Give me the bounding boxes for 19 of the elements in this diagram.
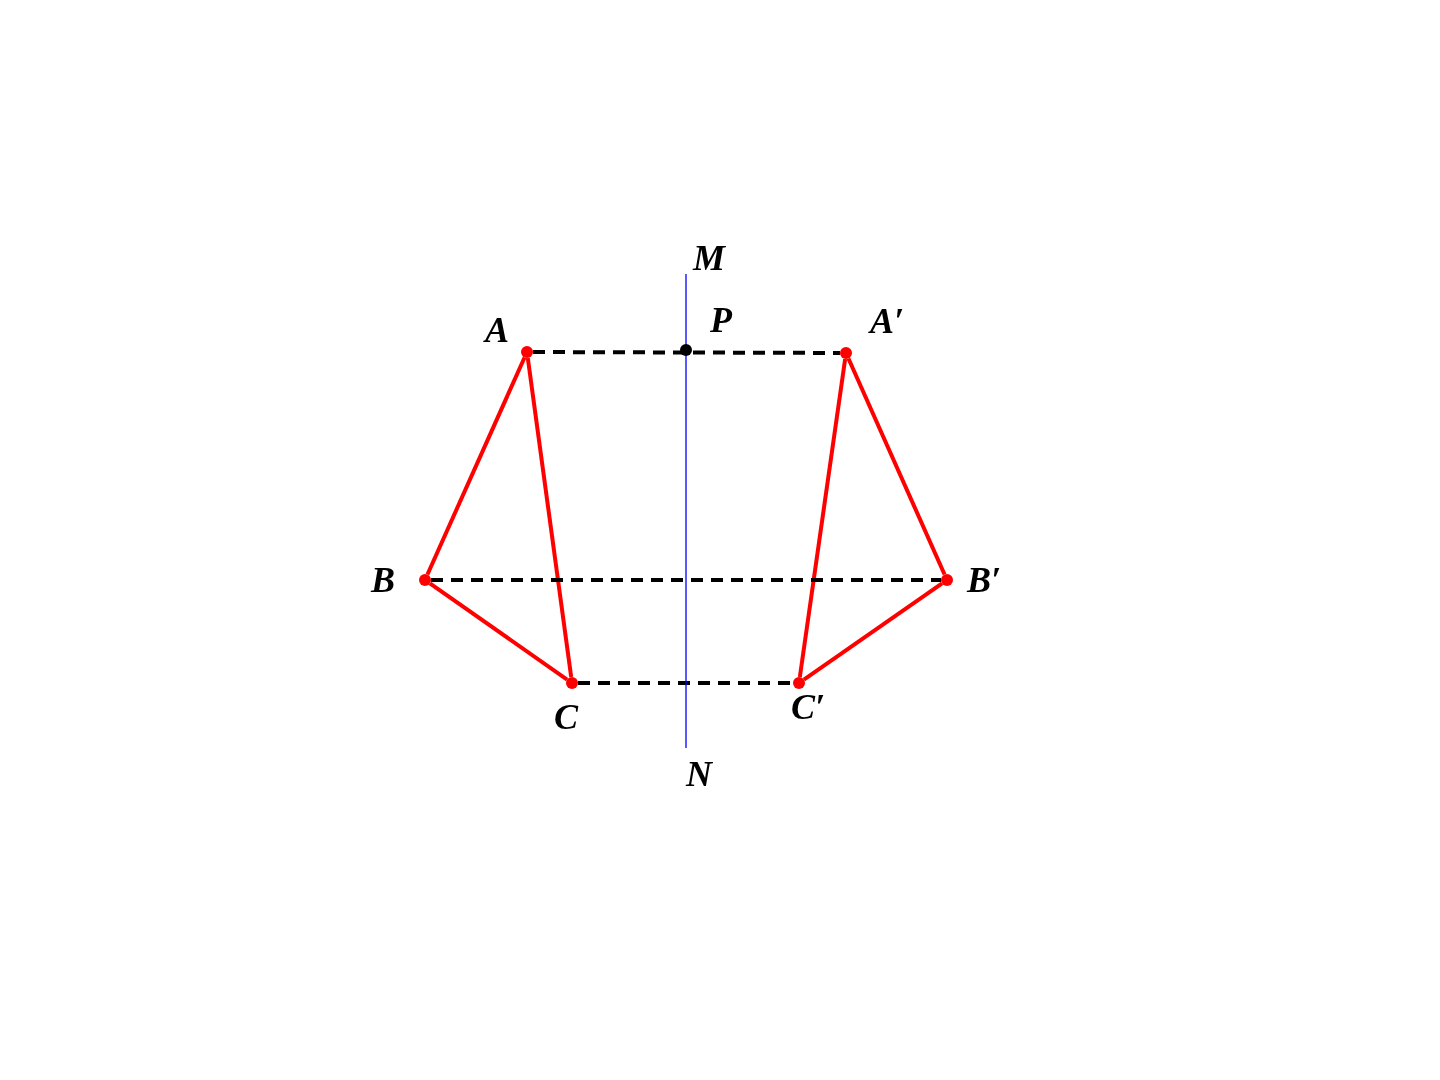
point-label: M <box>693 240 725 276</box>
point-label: A <box>485 312 509 348</box>
point-label: B <box>371 562 395 598</box>
line-segment <box>525 357 574 678</box>
point-label: C′ <box>791 689 826 725</box>
line-segment <box>802 581 944 682</box>
point-label: B′ <box>967 562 1002 598</box>
line-segment <box>425 356 527 576</box>
line-segment <box>685 273 687 749</box>
line-segment <box>428 581 569 682</box>
point-label: P <box>710 302 732 338</box>
line-segment <box>846 357 947 576</box>
dashed-line <box>431 578 941 582</box>
point-label: C <box>554 699 578 735</box>
point-label: N <box>686 756 712 792</box>
dashed-line <box>578 681 793 685</box>
dashed-line <box>533 350 840 355</box>
point-label: A′ <box>870 303 905 339</box>
line-segment <box>797 358 848 678</box>
